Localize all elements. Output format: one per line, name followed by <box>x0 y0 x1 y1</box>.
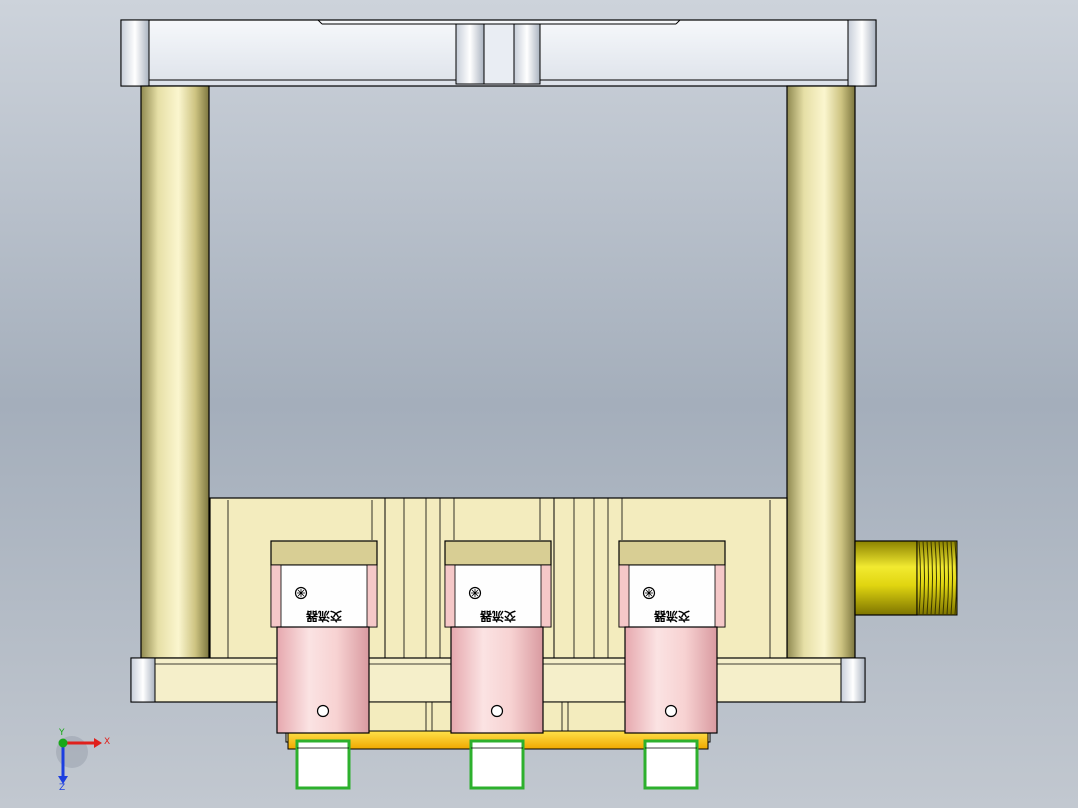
thread-line <box>942 540 945 616</box>
port-hole-icon <box>316 704 330 718</box>
thread-line <box>918 540 921 616</box>
tan-cap <box>444 540 552 566</box>
x-axis-label: X <box>104 737 110 747</box>
unit-label: 交流器 <box>479 609 516 624</box>
thread-line <box>930 540 933 616</box>
column-left[interactable] <box>140 85 210 659</box>
green-tip <box>295 739 351 790</box>
solenoid-unit-right[interactable]: 交流器 <box>618 540 726 790</box>
solenoid-unit-left[interactable]: 交流器 <box>270 540 378 790</box>
y-axis-label: Y <box>58 728 65 738</box>
column-right[interactable] <box>786 85 856 659</box>
port-hole-icon <box>490 704 504 718</box>
threaded-fitting[interactable] <box>854 540 958 616</box>
thread-line <box>922 540 925 616</box>
port-hole-icon <box>664 704 678 718</box>
solenoid-unit-center[interactable]: 交流器 <box>444 540 552 790</box>
thread-line <box>950 540 953 616</box>
unit-label: 交流器 <box>305 609 342 624</box>
thread-line <box>946 540 949 616</box>
z-axis-label: Z <box>59 783 65 793</box>
top-plate[interactable] <box>120 19 877 87</box>
thread-line <box>938 540 941 616</box>
thread-line <box>926 540 929 616</box>
thread-line <box>934 540 937 616</box>
green-tip <box>643 739 699 790</box>
tan-cap <box>618 540 726 566</box>
thread-line <box>954 540 957 616</box>
green-tip <box>469 739 525 790</box>
y-axis-arrow-icon <box>58 738 68 748</box>
unit-label: 交流器 <box>653 609 690 624</box>
tan-cap <box>270 540 378 566</box>
coordinate-triad[interactable]: X Y Z <box>56 728 110 793</box>
